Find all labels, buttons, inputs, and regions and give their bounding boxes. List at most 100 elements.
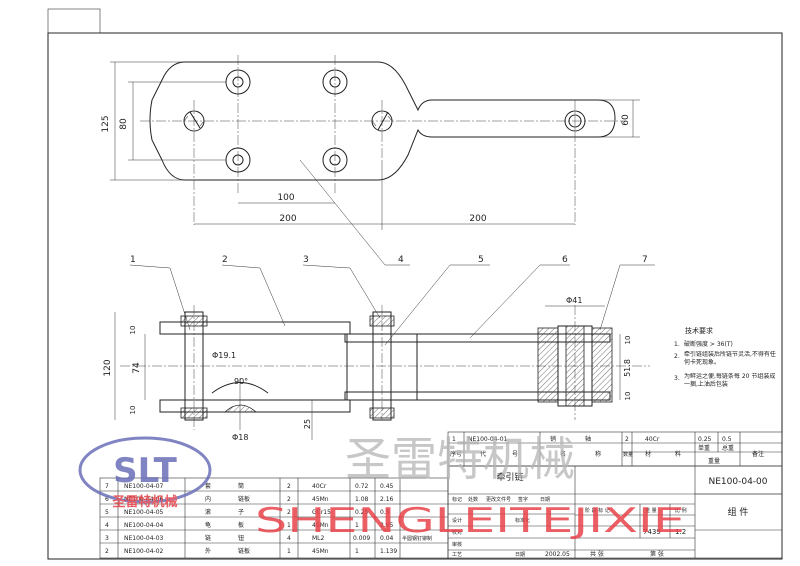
dim-200-left: 200 — [279, 214, 296, 224]
rivet-hole — [322, 69, 348, 95]
svg-text:1.08: 1.08 — [355, 496, 369, 503]
svg-text:日期: 日期 — [540, 497, 550, 503]
svg-text:2: 2 — [287, 496, 291, 503]
svg-text:重 量: 重 量 — [645, 507, 657, 514]
pin-left — [184, 311, 204, 421]
svg-text:签字: 签字 — [518, 496, 528, 503]
svg-text:号: 号 — [512, 451, 518, 458]
svg-text:序号: 序号 — [450, 450, 462, 458]
svg-text:GCr15: GCr15 — [312, 509, 331, 516]
rivet-hole — [322, 147, 348, 173]
title-labels: 标记 处数 更改文件号 签字 日期 设计 标准化 校对 审核 工艺 日期 阶 段… — [452, 496, 687, 558]
pin-hole — [183, 110, 205, 132]
svg-text:0.25: 0.25 — [698, 436, 712, 443]
svg-text:1.139: 1.139 — [380, 548, 397, 555]
svg-text:1: 1 — [355, 548, 359, 555]
callout-2: 2 — [222, 255, 228, 265]
svg-text:NE100-04-07: NE100-04-07 — [124, 483, 164, 490]
svg-text:NE100-04-03: NE100-04-03 — [124, 535, 164, 542]
svg-text:链板: 链板 — [238, 547, 250, 555]
svg-text:轴: 轴 — [585, 435, 591, 443]
svg-text:45Mn: 45Mn — [312, 548, 329, 555]
dim-10-top: 10 — [129, 326, 137, 335]
dim-125: 125 — [101, 115, 111, 132]
tech-req-item-2: 牵引链组装后所链节灵活,不得有任何卡死现象。 — [684, 351, 776, 366]
callout-5: 5 — [478, 255, 484, 265]
svg-text:NE100-04-01: NE100-04-01 — [468, 436, 508, 443]
svg-text:板: 板 — [238, 521, 244, 529]
svg-text:1: 1 — [287, 548, 291, 555]
title-scale: 1:2 — [675, 528, 686, 536]
callout-3: 3 — [303, 255, 309, 265]
dim-60: 60 — [621, 114, 631, 126]
svg-text:5: 5 — [105, 509, 109, 516]
svg-text:40Cr: 40Cr — [645, 436, 660, 443]
svg-text:称: 称 — [595, 450, 601, 458]
svg-text:设计: 设计 — [452, 517, 462, 524]
svg-text:链: 链 — [205, 534, 211, 542]
title-weight: 7439 — [643, 528, 661, 536]
dim-51-8: 51.8 — [623, 359, 632, 377]
svg-text:滚: 滚 — [205, 508, 211, 516]
dim-25: 25 — [303, 419, 312, 429]
dim-phi18: Φ18 — [232, 433, 248, 442]
svg-text:0.25: 0.25 — [355, 509, 369, 516]
svg-text:工艺: 工艺 — [452, 552, 462, 558]
svg-text:材: 材 — [645, 450, 651, 458]
svg-text:3.: 3. — [674, 375, 680, 382]
callout-4: 4 — [398, 255, 404, 265]
svg-text:4: 4 — [287, 535, 291, 542]
svg-text:数量: 数量 — [623, 451, 633, 458]
svg-text:料: 料 — [675, 450, 681, 458]
svg-text:比 例: 比 例 — [675, 507, 687, 514]
svg-text:0.72: 0.72 — [355, 483, 369, 490]
title-code: NE100-04-00 — [709, 477, 768, 487]
callout-6: 6 — [562, 255, 568, 265]
svg-text:校对: 校对 — [452, 529, 462, 536]
svg-text:半圆钢钉铆制: 半圆钢钉铆制 — [402, 535, 432, 542]
svg-text:套: 套 — [205, 482, 211, 490]
side-view: 120 74 10 10 Φ19.1 90° Φ18 25 Φ41 10 10 … — [103, 296, 650, 442]
svg-text:备注: 备注 — [752, 450, 764, 458]
svg-text:1: 1 — [452, 436, 456, 443]
technical-requirements: 技术要求 1. 破断强度 > 36(T) 2. 牵引链组装后所链节灵活,不得有任… — [674, 326, 776, 388]
svg-text:2: 2 — [105, 548, 109, 555]
frame-corner-box — [47, 8, 101, 34]
svg-text:45Mn: 45Mn — [312, 496, 329, 503]
dim-10-right-top: 10 — [624, 336, 632, 345]
drawing-frame — [47, 32, 783, 560]
dim-80: 80 — [119, 118, 129, 130]
svg-text:销: 销 — [550, 435, 556, 443]
tech-req-title: 技术要求 — [685, 326, 713, 335]
svg-text:名: 名 — [560, 450, 566, 458]
svg-text:1.: 1. — [674, 341, 680, 348]
svg-text:NE100-04-05: NE100-04-05 — [124, 509, 164, 516]
svg-text:3: 3 — [105, 535, 109, 542]
svg-text:标记: 标记 — [452, 496, 462, 503]
svg-text:更改文件号: 更改文件号 — [486, 496, 511, 503]
dim-phi41: Φ41 — [566, 296, 582, 305]
logo-subtext: 圣雷特机械 — [112, 494, 177, 510]
svg-text:审核: 审核 — [452, 541, 462, 548]
svg-text:代: 代 — [480, 450, 486, 458]
title-block — [447, 465, 783, 559]
outer-plate-top — [159, 321, 351, 335]
svg-text:总重: 总重 — [722, 444, 734, 452]
svg-text:2: 2 — [287, 483, 291, 490]
svg-text:0.5: 0.5 — [380, 509, 390, 516]
dim-74: 74 — [132, 362, 142, 374]
section-hatch-left — [537, 327, 559, 403]
svg-text:重量: 重量 — [708, 457, 720, 465]
dim-200-right: 200 — [469, 214, 486, 224]
bom-top-table: 1 NE100-04-01 销 轴 2 40Cr 0.25 0.5 序号 代 号… — [447, 431, 783, 467]
svg-text:日期: 日期 — [515, 552, 525, 558]
svg-text:6: 6 — [105, 496, 109, 503]
title-name: 牵引链 — [496, 471, 523, 483]
dim-10-right-bottom: 10 — [624, 392, 632, 401]
tech-req-item-1: 破断强度 > 36(T) — [684, 340, 733, 348]
svg-text:子: 子 — [238, 509, 244, 516]
svg-text:ML2: ML2 — [312, 535, 325, 542]
title-sheet-total: 共 张 — [590, 550, 604, 558]
